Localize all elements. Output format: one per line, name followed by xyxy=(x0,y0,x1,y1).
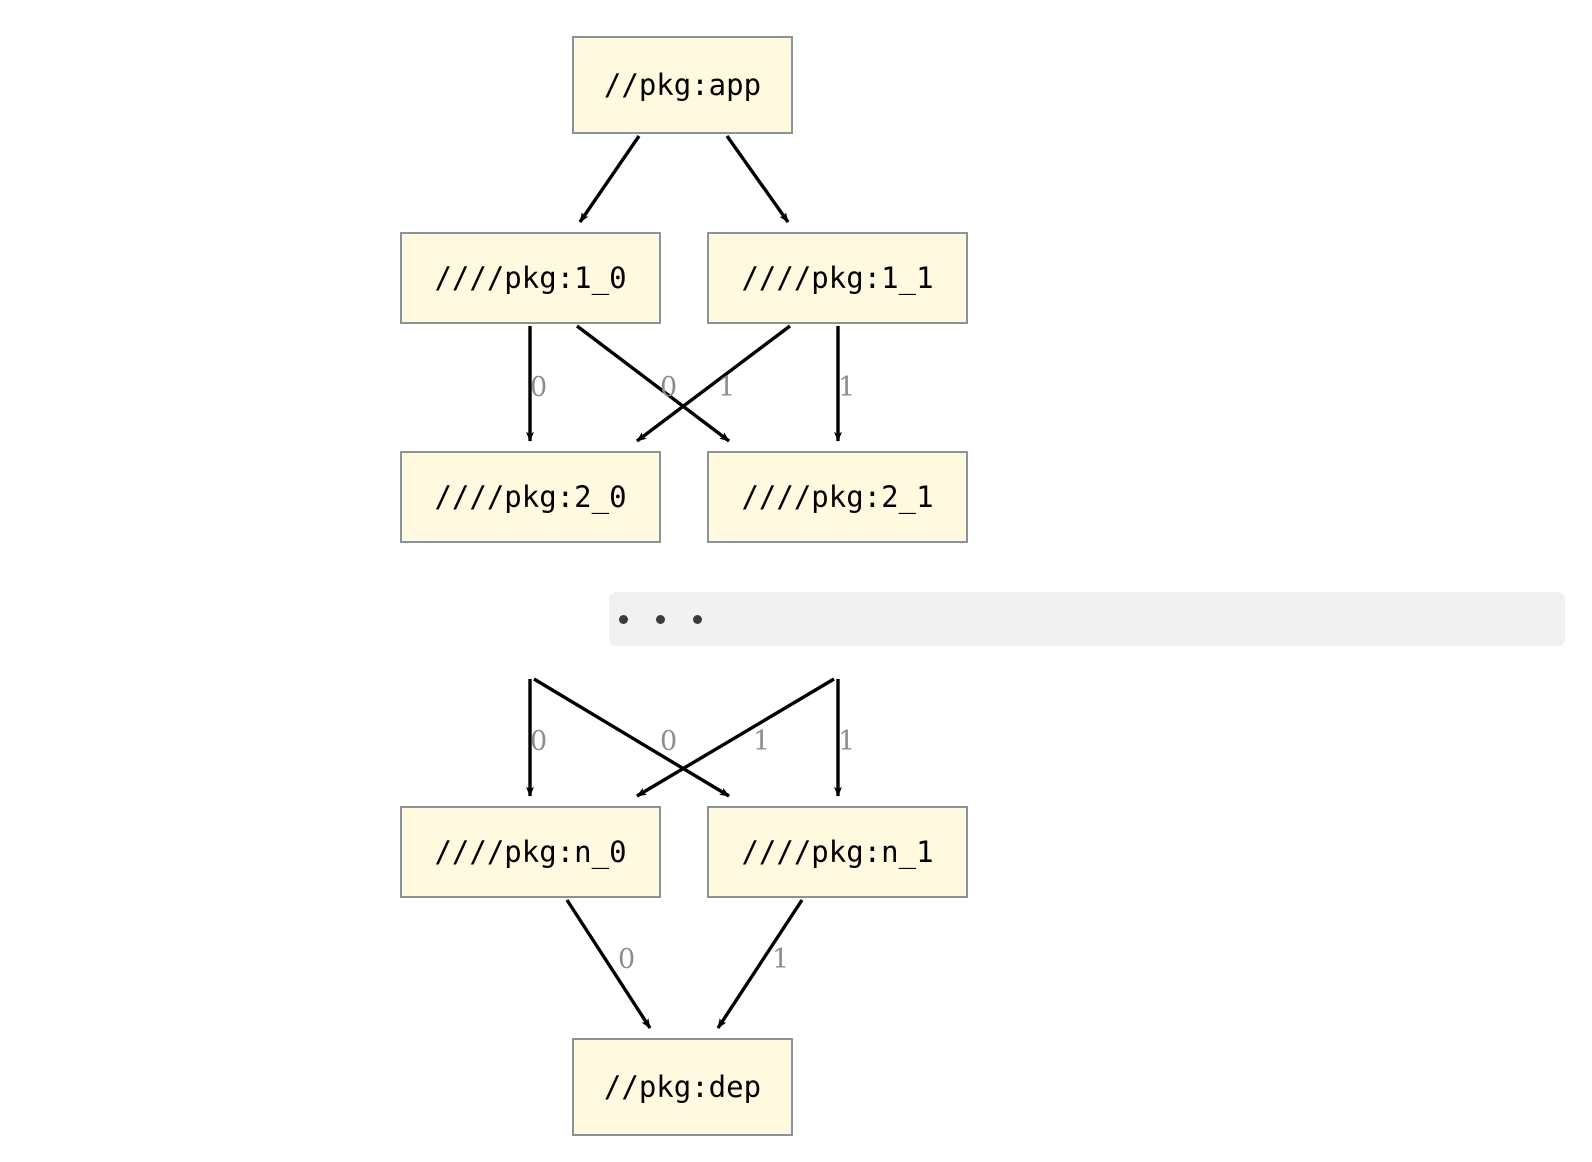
node-pkg-n_0[interactable]: ////pkg:n_0 xyxy=(400,806,661,898)
node-label: ////pkg:n_1 xyxy=(741,835,934,869)
edge-label-1_1-2_1: 1 xyxy=(838,372,856,403)
edge-label-1_1-2_0: 1 xyxy=(718,372,736,403)
ellipsis-dot xyxy=(619,615,628,624)
node-pkg-2_1[interactable]: ////pkg:2_1 xyxy=(707,451,968,543)
node-pkg-2_0[interactable]: ////pkg:2_0 xyxy=(400,451,661,543)
node-pkg-n_1[interactable]: ////pkg:n_1 xyxy=(707,806,968,898)
edge-label-above-n_1: 0 xyxy=(660,726,678,757)
edge-label-above-n_1-straight: 1 xyxy=(838,726,856,757)
edge-label-1_0-2_1: 0 xyxy=(660,372,678,403)
edge-app-to-1_0 xyxy=(578,135,641,223)
edge-label-above-n_0: 0 xyxy=(530,726,548,757)
node-label: ////pkg:1_0 xyxy=(434,261,627,295)
node-label: //pkg:dep xyxy=(603,1070,762,1104)
node-pkg-app[interactable]: //pkg:app xyxy=(572,36,793,134)
node-label: //pkg:app xyxy=(603,68,762,102)
edge-above-to-n_1 xyxy=(533,677,730,798)
node-label: ////pkg:2_1 xyxy=(741,480,934,514)
node-pkg-1_1[interactable]: ////pkg:1_1 xyxy=(707,232,968,324)
edge-label-1_0-2_0: 0 xyxy=(530,372,548,403)
node-pkg-dep[interactable]: //pkg:dep xyxy=(572,1038,793,1136)
node-pkg-1_0[interactable]: ////pkg:1_0 xyxy=(400,232,661,324)
ellipsis-dots xyxy=(619,615,702,624)
node-label: ////pkg:n_0 xyxy=(434,835,627,869)
ellipsis-dot xyxy=(693,615,702,624)
ellipsis-band xyxy=(609,592,1565,646)
edge-label-above-n_0-cross: 1 xyxy=(753,726,771,757)
edge-1_1-to-2_0 xyxy=(635,324,792,443)
edge-above-to-n_0-cross xyxy=(636,677,835,798)
edge-label-n_0-dep: 0 xyxy=(618,944,636,975)
ellipsis-dot xyxy=(656,615,665,624)
edge-1_0-to-2_1 xyxy=(575,324,731,443)
edge-label-n_1-dep: 1 xyxy=(772,944,790,975)
node-label: ////pkg:1_1 xyxy=(741,261,934,295)
node-label: ////pkg:2_0 xyxy=(434,480,627,514)
edge-n_1-to-dep xyxy=(716,899,804,1029)
edge-app-to-1_1 xyxy=(725,135,790,223)
edge-n_0-to-dep xyxy=(565,899,652,1029)
